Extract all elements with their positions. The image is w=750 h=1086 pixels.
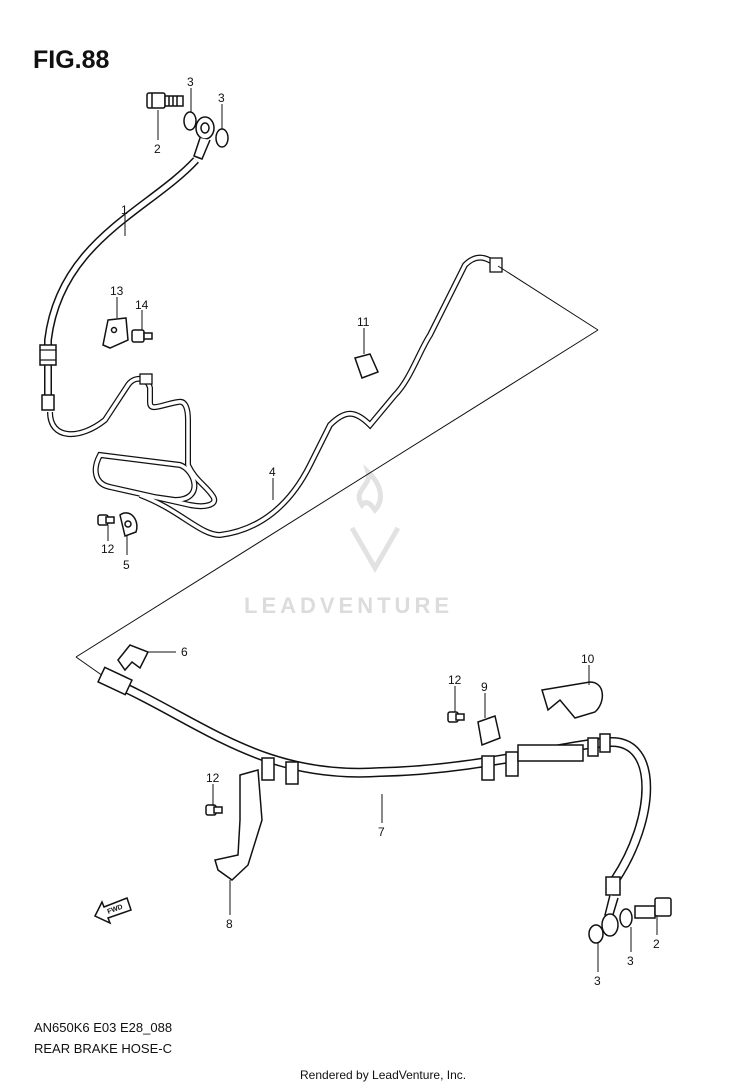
part-bolt-12-upper (97, 514, 115, 526)
callout-2: 2 (154, 142, 161, 156)
part-clamp-5 (119, 512, 138, 537)
part-union-bolt-top (146, 92, 184, 109)
callout-10: 10 (581, 652, 595, 666)
callout-3: 3 (627, 954, 634, 968)
callout-7: 7 (378, 825, 385, 839)
part-washer-bottom-2 (619, 908, 633, 928)
figure-title: FIG.88 (33, 46, 110, 74)
frame-split-lines (75, 265, 599, 677)
part-bracket-13 (102, 317, 129, 349)
watermark-logo (349, 464, 401, 574)
part-washer-top-2 (215, 128, 229, 148)
part-bolt-12-right (447, 711, 465, 723)
part-washer-top-1 (183, 111, 197, 131)
figure-subtitle: REAR BRAKE HOSE-C (34, 1041, 172, 1056)
callout-5: 5 (123, 558, 130, 572)
callout-3: 3 (594, 974, 601, 988)
part-brake-hose-7 (97, 666, 652, 896)
part-bracket-8 (214, 769, 263, 881)
part-clamp-10 (541, 681, 603, 719)
part-banjo-fitting-bottom (601, 894, 619, 937)
part-banjo-fitting-top (193, 116, 215, 160)
part-union-bolt-bottom (634, 897, 672, 919)
callout-2: 2 (653, 937, 660, 951)
callout-3: 3 (218, 91, 225, 105)
callout-12: 12 (206, 771, 220, 785)
part-clamp-9 (477, 715, 501, 747)
callout-8: 8 (226, 917, 233, 931)
render-credit: Rendered by LeadVenture, Inc. (300, 1068, 467, 1082)
callout-6: 6 (181, 645, 188, 659)
part-bolt-12-lower (205, 804, 223, 816)
figure-code: AN650K6 E03 E28_088 (34, 1020, 173, 1035)
part-clip-6 (117, 644, 150, 672)
part-washer-bottom-1 (588, 924, 604, 944)
watermark-text: LEADVENTURE (244, 593, 454, 618)
callout-4: 4 (269, 465, 276, 479)
callout-14: 14 (135, 298, 149, 312)
part-clamp-11 (354, 353, 380, 379)
fwd-arrow-icon: FWD (93, 897, 132, 925)
callout-9: 9 (481, 680, 488, 694)
leader-lines (107, 88, 658, 972)
callout-13: 13 (110, 284, 124, 298)
callout-1: 1 (121, 203, 128, 217)
callout-12: 12 (101, 542, 115, 556)
callout-11: 11 (357, 315, 370, 329)
part-brake-hose-1 (39, 157, 199, 411)
callout-labels: 3 3 2 1 13 14 11 4 12 5 6 10 12 9 12 7 8… (101, 75, 660, 988)
callout-3: 3 (187, 75, 194, 89)
part-bolt-14 (131, 329, 153, 343)
callout-12: 12 (448, 673, 462, 687)
part-brake-pipe-4 (47, 254, 503, 539)
